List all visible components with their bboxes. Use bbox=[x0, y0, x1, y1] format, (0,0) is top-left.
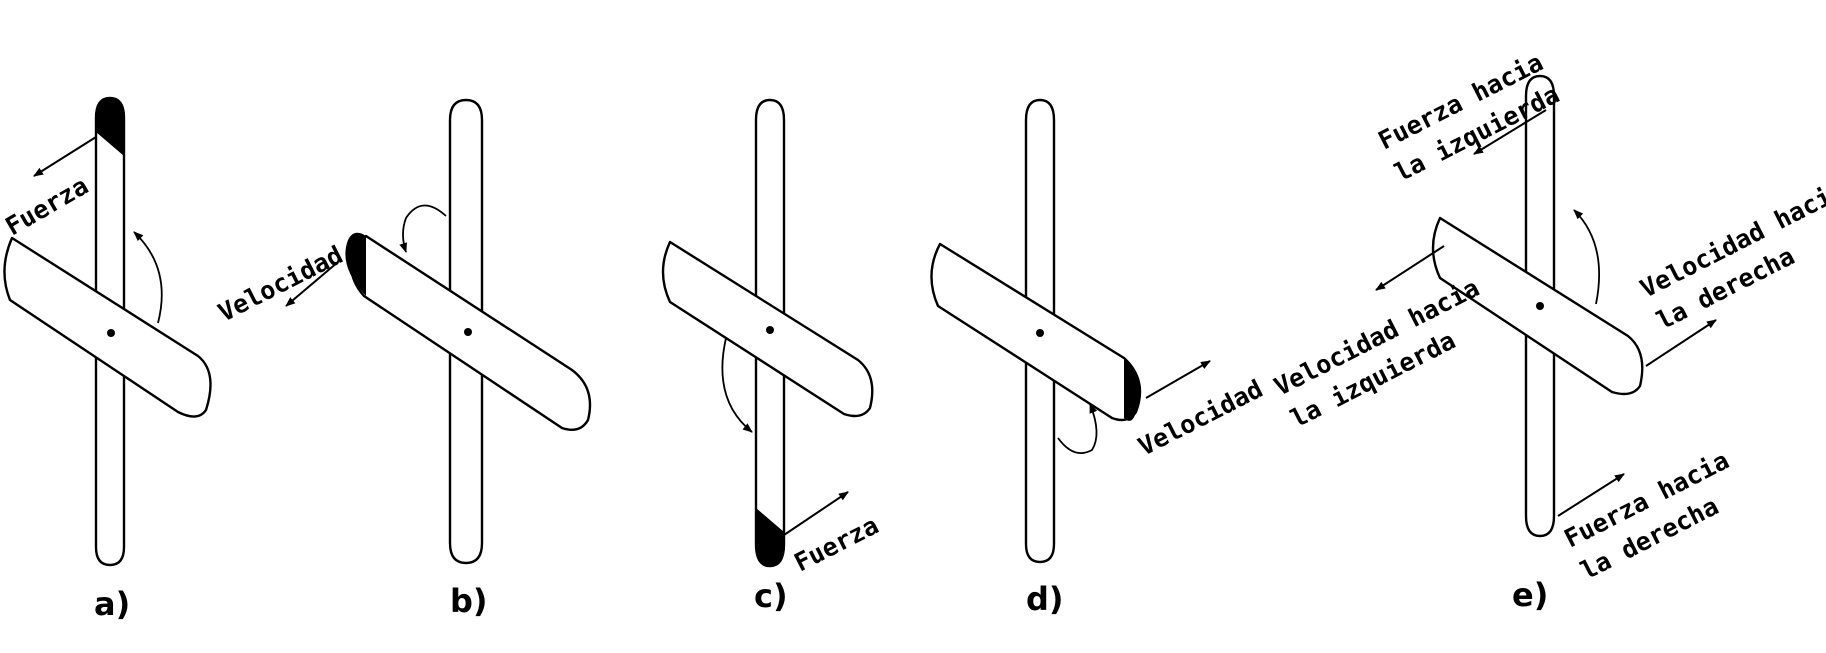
highlighted-tip bbox=[96, 98, 124, 156]
velocity-right-arrow bbox=[1645, 319, 1717, 367]
force-arrow bbox=[33, 136, 97, 177]
highlighted-tip bbox=[1124, 358, 1140, 421]
rotation-arrow bbox=[1573, 209, 1601, 305]
velocity-right-label: Velocidad hacia la derecha bbox=[1636, 168, 1826, 335]
velocity-label: Velocidad bbox=[214, 240, 348, 327]
velocity-label: Velocidad bbox=[1134, 374, 1268, 461]
pivot bbox=[107, 329, 115, 337]
pivot bbox=[1536, 302, 1544, 310]
caption-c: c) bbox=[754, 577, 788, 615]
caption-a: a) bbox=[94, 585, 130, 623]
force-arrow bbox=[783, 491, 849, 536]
panel-e: Fuerza hacia la izquierda Velocidad haci… bbox=[1270, 48, 1826, 614]
highlighted-tip bbox=[345, 232, 366, 296]
velocity-arrow bbox=[285, 261, 339, 307]
highlighted-tip bbox=[756, 508, 784, 566]
force-left-arrow bbox=[1473, 109, 1547, 155]
caption-e: e) bbox=[1512, 576, 1548, 614]
force-right-label: Fuerza hacia la derecha bbox=[1560, 439, 1764, 586]
velocity-left-arrow bbox=[1375, 245, 1445, 291]
velocity-arrow bbox=[1145, 360, 1211, 399]
caption-b: b) bbox=[450, 582, 488, 620]
force-label: Fuerza bbox=[790, 511, 884, 578]
velocity-left-label: Velocidad hacia la izquierda bbox=[1270, 266, 1514, 433]
panel-c: Fuerza c) bbox=[661, 98, 884, 615]
rotation-arrow bbox=[399, 204, 447, 253]
pivot bbox=[1036, 329, 1044, 337]
panel-d: Velocidad d) bbox=[930, 98, 1268, 618]
diagonal-arm bbox=[3, 236, 212, 418]
force-label: Fuerza bbox=[1, 171, 94, 241]
force-right-arrow bbox=[1557, 473, 1625, 517]
rotation-arrow bbox=[721, 337, 753, 433]
rotation-arrow bbox=[1057, 403, 1098, 454]
caption-d: d) bbox=[1026, 580, 1064, 618]
panel-a: Fuerza a) bbox=[1, 96, 212, 623]
panel-b: Velocidad b) bbox=[214, 98, 592, 620]
pivot bbox=[766, 326, 774, 334]
rotation-arrow bbox=[133, 231, 163, 324]
pivot bbox=[464, 328, 472, 336]
